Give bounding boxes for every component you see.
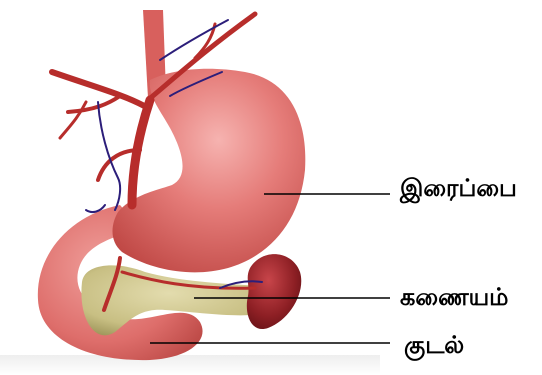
intestine-label: குடல் <box>404 333 464 357</box>
stomach-shape <box>113 69 306 273</box>
stomach-label: இரைப்பை <box>400 176 517 200</box>
spleen-shape <box>247 254 301 329</box>
floor-shadow <box>0 355 380 375</box>
pancreas-label: கணையம் <box>400 285 509 309</box>
